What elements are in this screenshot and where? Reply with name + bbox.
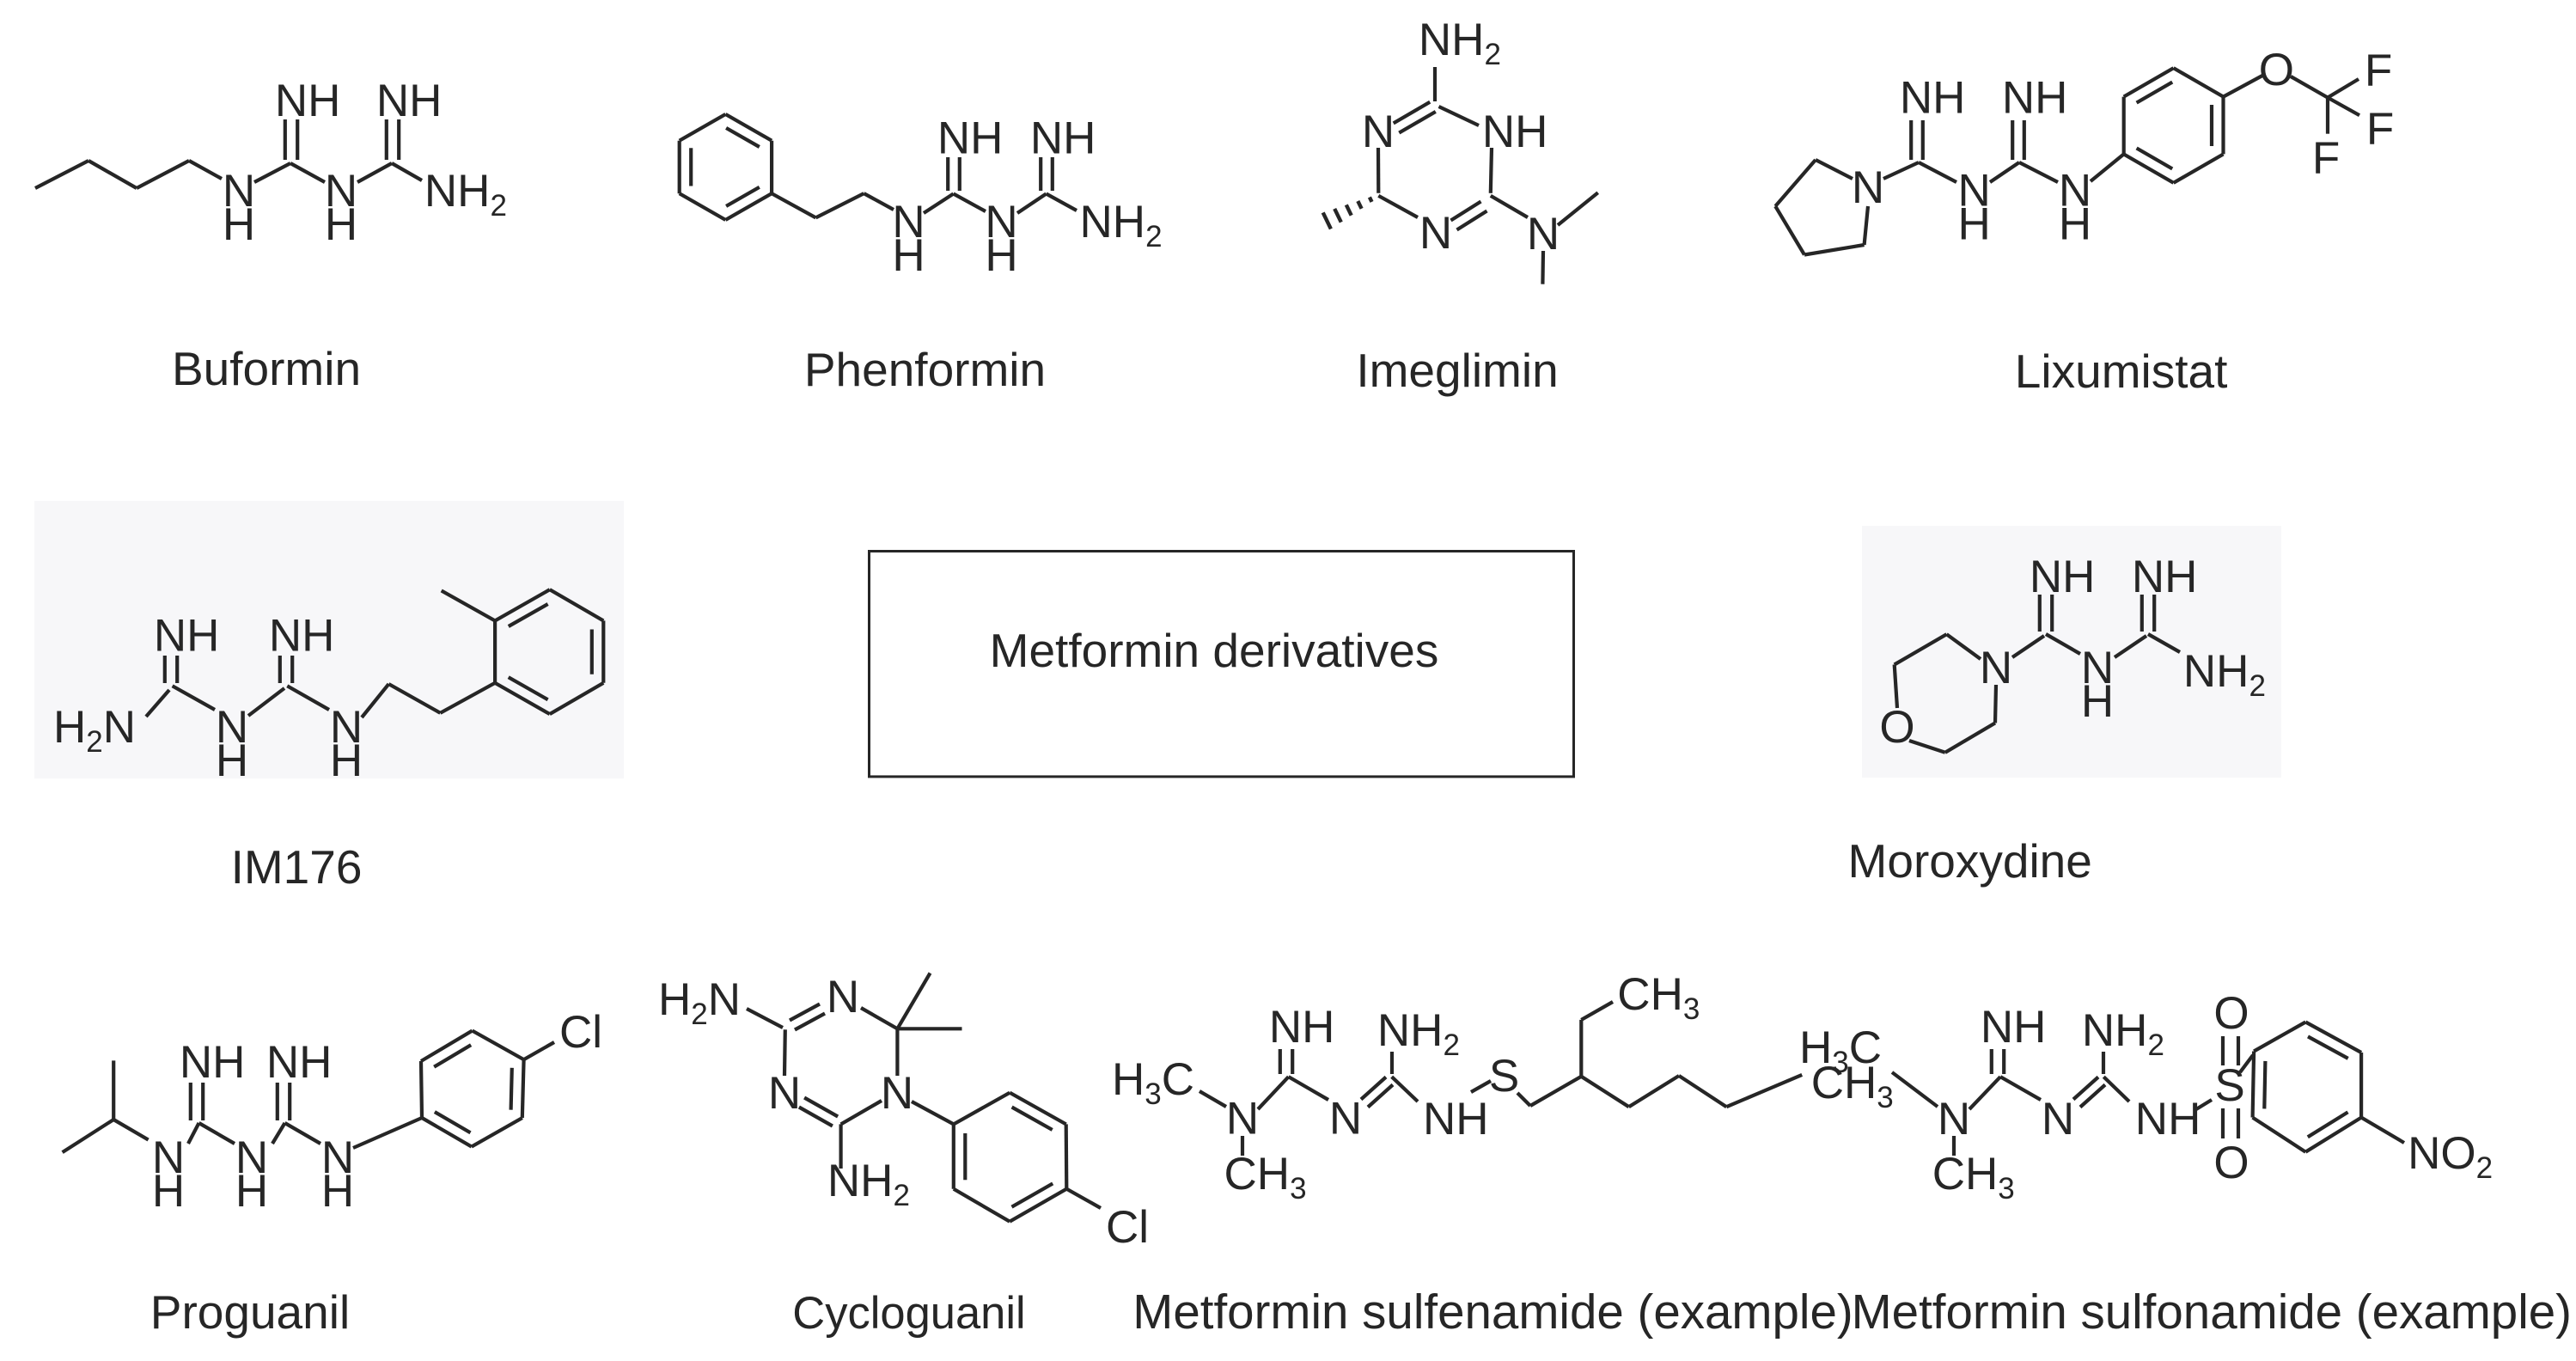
svg-text:N: N: [1329, 1094, 1362, 1144]
svg-text:N: N: [325, 166, 357, 217]
svg-text:Metformin sulfonamide (example: Metformin sulfonamide (example): [1852, 1285, 2572, 1339]
svg-text:NH: NH: [1269, 1002, 1335, 1053]
svg-text:Metformin derivatives: Metformin derivatives: [990, 624, 1439, 677]
svg-text:H: H: [330, 735, 363, 786]
svg-text:NH: NH: [269, 611, 335, 662]
svg-text:NH: NH: [1900, 72, 1966, 123]
svg-text:N: N: [2081, 643, 2114, 693]
svg-text:Moroxydine: Moroxydine: [1848, 834, 2092, 888]
svg-text:N: N: [1419, 208, 1452, 259]
svg-text:NH: NH: [2002, 72, 2068, 123]
svg-text:N: N: [330, 702, 363, 753]
svg-text:N: N: [321, 1132, 354, 1183]
svg-text:N: N: [881, 1068, 913, 1119]
svg-text:N: N: [216, 702, 248, 753]
svg-text:NO2​: NO2​: [2408, 1128, 2493, 1185]
svg-text:Proguanil: Proguanil: [150, 1285, 350, 1339]
svg-text:CH3​: CH3​: [1811, 1058, 1894, 1114]
svg-text:NH: NH: [275, 76, 341, 126]
svg-text:N: N: [223, 166, 255, 217]
svg-text:S: S: [2214, 1060, 2244, 1111]
svg-text:H: H: [892, 230, 925, 281]
svg-text:NH2​: NH2​: [2183, 646, 2266, 703]
svg-text:N: N: [892, 197, 925, 247]
svg-text:NH2​: NH2​: [827, 1156, 910, 1212]
svg-text:NH: NH: [1482, 107, 1548, 157]
svg-text:Cl: Cl: [559, 1007, 602, 1058]
svg-text:Buformin: Buformin: [172, 342, 361, 395]
svg-text:NH: NH: [2132, 552, 2198, 602]
svg-text:Lixumistat: Lixumistat: [2015, 345, 2228, 398]
svg-text:S: S: [1489, 1051, 1519, 1102]
svg-text:O: O: [2213, 1138, 2249, 1188]
svg-text:NH2​: NH2​: [1080, 197, 1163, 253]
svg-text:F: F: [2365, 46, 2392, 96]
svg-text:H: H: [321, 1166, 354, 1217]
svg-text:N: N: [985, 197, 1017, 247]
svg-text:NH: NH: [2030, 552, 2096, 602]
svg-text:H3​C: H3​C: [1112, 1054, 1194, 1111]
svg-text:NH: NH: [1981, 1002, 2047, 1053]
svg-text:Phenformin: Phenformin: [804, 343, 1046, 396]
svg-text:N: N: [2042, 1094, 2074, 1144]
svg-text:H3​C: H3​C: [1799, 1022, 1882, 1079]
svg-text:H2​N: H2​N: [658, 974, 741, 1031]
svg-text:N: N: [152, 1132, 185, 1183]
svg-text:H: H: [216, 735, 248, 786]
svg-text:H: H: [223, 199, 255, 250]
svg-text:CH3​: CH3​: [1932, 1149, 2015, 1205]
svg-text:CH3​: CH3​: [1224, 1149, 1307, 1205]
svg-text:H: H: [152, 1166, 185, 1217]
svg-text:H2​N: H2​N: [53, 702, 136, 759]
svg-text:N: N: [1226, 1094, 1259, 1144]
svg-text:NH: NH: [376, 76, 443, 126]
svg-text:NH: NH: [1423, 1094, 1489, 1144]
svg-text:O: O: [2259, 45, 2294, 95]
svg-text:NH2​: NH2​: [1419, 15, 1501, 71]
svg-text:Imeglimin: Imeglimin: [1356, 344, 1558, 397]
svg-text:NH2​: NH2​: [1377, 1005, 1460, 1062]
svg-text:N: N: [768, 1068, 801, 1119]
svg-text:NH2​: NH2​: [424, 166, 507, 223]
svg-text:NH: NH: [1030, 113, 1096, 164]
svg-text:NH: NH: [154, 611, 220, 662]
svg-text:N: N: [235, 1132, 268, 1183]
svg-text:Metformin sulfenamide (example: Metformin sulfenamide (example): [1132, 1285, 1853, 1339]
svg-text:H: H: [325, 199, 357, 250]
svg-text:O: O: [2213, 988, 2249, 1039]
svg-text:NH: NH: [266, 1037, 333, 1088]
svg-text:Cycloguanil: Cycloguanil: [792, 1288, 1025, 1339]
svg-text:NH: NH: [937, 113, 1004, 164]
svg-text:F: F: [2366, 104, 2394, 155]
svg-text:NH: NH: [180, 1037, 246, 1088]
svg-text:N: N: [1852, 162, 1884, 213]
svg-text:CH3​: CH3​: [1617, 969, 1700, 1026]
svg-text:O: O: [1879, 702, 1914, 753]
svg-text:N: N: [827, 972, 859, 1022]
svg-text:N: N: [1958, 166, 1991, 217]
svg-text:H: H: [2059, 199, 2091, 250]
svg-text:H: H: [235, 1166, 268, 1217]
svg-text:N: N: [2059, 166, 2091, 217]
svg-text:H: H: [2081, 676, 2114, 727]
svg-text:H: H: [1958, 199, 1991, 250]
svg-text:NH: NH: [2135, 1094, 2201, 1144]
svg-text:F: F: [2312, 133, 2340, 184]
svg-text:IM176: IM176: [231, 840, 363, 894]
svg-text:H: H: [985, 230, 1017, 281]
svg-text:NH2​: NH2​: [2082, 1005, 2164, 1062]
svg-text:Cl: Cl: [1106, 1202, 1149, 1253]
